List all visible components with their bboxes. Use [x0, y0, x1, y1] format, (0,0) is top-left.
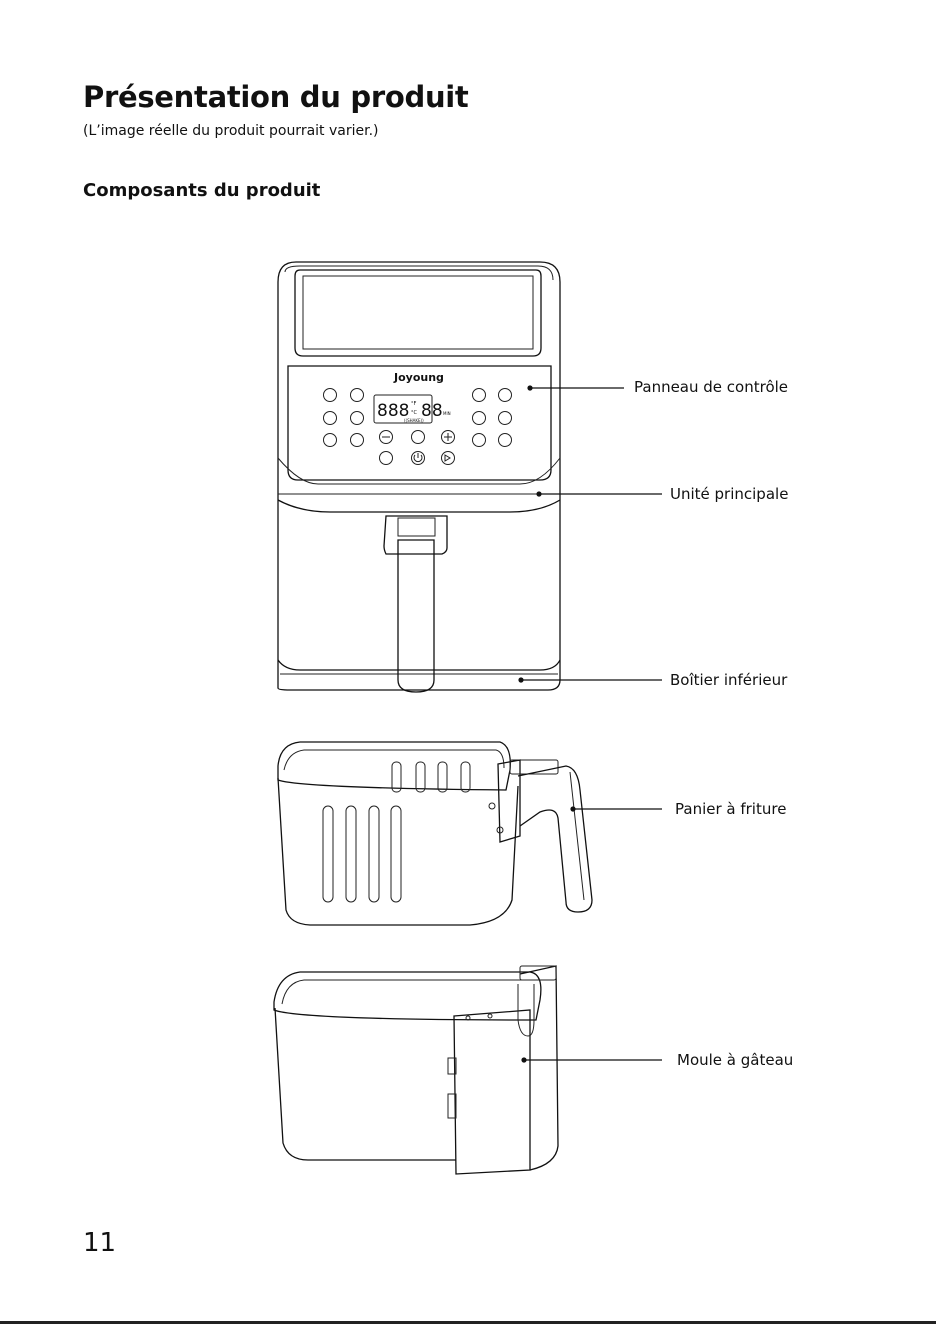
cake-mold — [274, 966, 558, 1174]
preheat-icon — [380, 452, 393, 465]
brand-logo: Joyoung — [393, 371, 444, 384]
air-fryer-unit: Joyoung 888 °F °C 88 MIN — [278, 262, 560, 692]
preset-button-icon — [351, 412, 364, 425]
display-unit-min: MIN — [443, 411, 451, 416]
label-fry-basket: Panier à friture — [675, 800, 786, 818]
preset-button-icon — [499, 389, 512, 402]
preset-button-icon — [351, 389, 364, 402]
label-control-panel: Panneau de contrôle — [634, 378, 788, 396]
preset-button-icon — [499, 434, 512, 447]
display-time: 88 — [421, 401, 443, 421]
leader-lines — [518, 385, 662, 1062]
display-shake: ((SHAKE)) — [404, 418, 424, 423]
preset-button-icon — [473, 412, 486, 425]
display-unit-f: °F — [411, 401, 417, 407]
fan-icon — [412, 431, 425, 444]
fry-basket — [278, 742, 592, 925]
display-unit-c: °C — [411, 410, 418, 416]
label-cake-mold: Moule à gâteau — [677, 1051, 793, 1069]
label-main-unit: Unité principale — [670, 485, 788, 503]
preset-button-icon — [473, 434, 486, 447]
preset-button-icon — [351, 434, 364, 447]
page-number: 11 — [83, 1228, 116, 1258]
play-pause-icon — [442, 452, 455, 465]
preset-button-icon — [473, 389, 486, 402]
preset-button-icon — [324, 434, 337, 447]
label-lower-housing: Boîtier inférieur — [670, 671, 787, 689]
preset-button-icon — [324, 389, 337, 402]
preset-button-icon — [499, 412, 512, 425]
preset-button-icon — [324, 412, 337, 425]
